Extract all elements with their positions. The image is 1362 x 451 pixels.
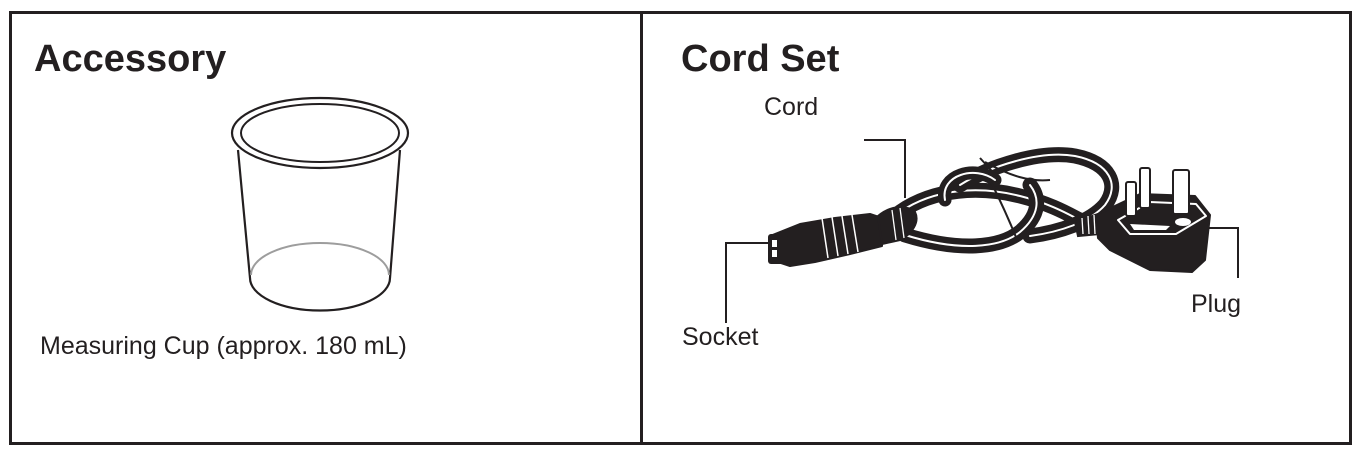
- cup-rim-outer: [230, 96, 410, 170]
- cord-label: Cord: [764, 93, 819, 121]
- panel-divider: [640, 11, 643, 445]
- socket-label: Socket: [682, 323, 759, 351]
- plug-leader-line: [1205, 227, 1239, 278]
- cup-rim-inner: [240, 103, 400, 163]
- plug-connector: [1073, 167, 1211, 273]
- plug-label: Plug: [1191, 290, 1242, 318]
- socket-connector: [768, 206, 918, 267]
- measuring-cup-label: Measuring Cup (approx. 180 mL): [40, 332, 407, 360]
- cable-tie: [979, 157, 1051, 243]
- cup-base: [250, 242, 390, 276]
- cord-leader-line: [864, 139, 906, 198]
- measuring-cup-icon: [230, 96, 410, 312]
- accessory-heading: Accessory: [34, 38, 227, 80]
- socket-leader-line: [725, 242, 775, 323]
- cup-body: [236, 149, 402, 312]
- panel-frame: [9, 11, 1352, 445]
- cord-set-heading: Cord Set: [681, 38, 840, 80]
